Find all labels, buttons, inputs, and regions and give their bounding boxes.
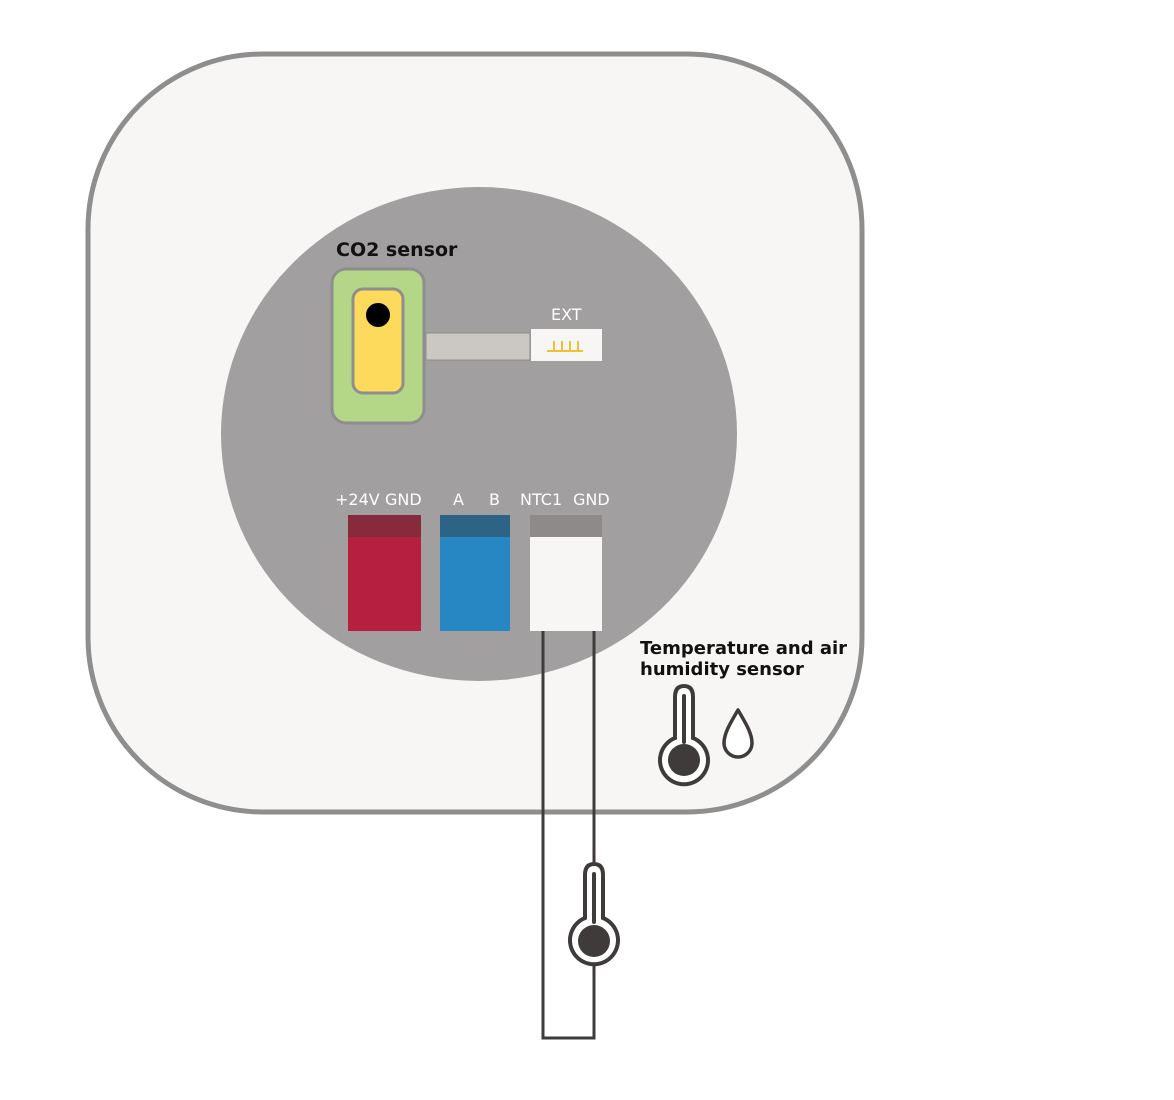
- terminal-label-gnd-1: GND: [385, 490, 422, 509]
- ntc-probe-wire: [541, 631, 596, 1040]
- terminal-label-ntc1: NTC1: [520, 490, 562, 509]
- ext-connector-pins: [547, 341, 583, 352]
- ext-label: EXT: [551, 305, 582, 324]
- terminal-label-gnd-2: GND: [573, 490, 610, 509]
- thermometer-probe-icon: [568, 861, 620, 967]
- bus-terminal-block: [440, 515, 510, 631]
- water-drop-icon: [722, 708, 754, 759]
- terminal-label-24v: +24V: [335, 490, 380, 509]
- ntc-terminal-block: [530, 515, 602, 631]
- temp-humidity-label-line1: Temperature and air: [640, 638, 847, 659]
- co2-sensor-window: [351, 287, 405, 395]
- power-terminal-block: [348, 515, 421, 631]
- terminal-label-a: A: [453, 490, 464, 509]
- ext-connector: [531, 329, 602, 361]
- thermometer-icon: [658, 683, 710, 787]
- terminal-label-b: B: [489, 490, 500, 509]
- temp-humidity-label-line2: humidity sensor: [640, 659, 804, 680]
- ribbon-cable: [425, 332, 531, 361]
- co2-sensor-dot: [366, 303, 390, 327]
- co2-sensor-label: CO2 sensor: [336, 239, 458, 261]
